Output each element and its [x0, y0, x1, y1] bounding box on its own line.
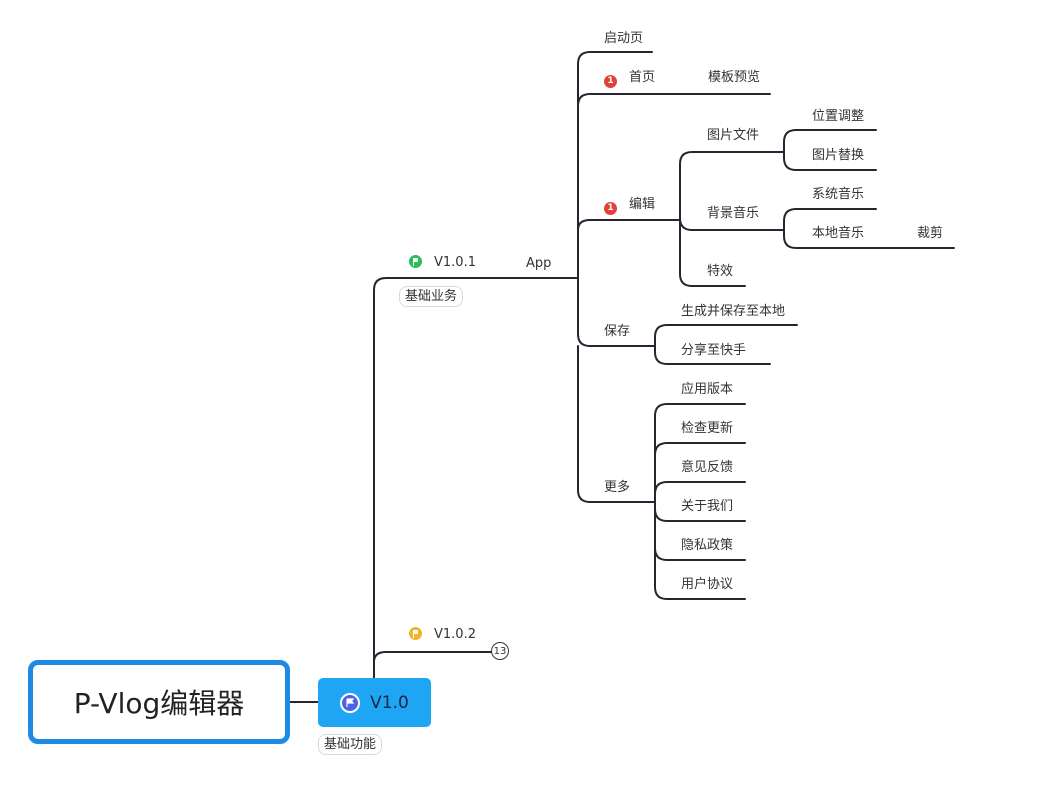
app-topic[interactable]: App — [526, 256, 552, 271]
collapsed-count-badge[interactable]: 13 — [491, 642, 509, 660]
privacy-policy-topic[interactable]: 隐私政策 — [681, 538, 734, 553]
bg-music-topic[interactable]: 背景音乐 — [707, 206, 760, 221]
image-file-topic[interactable]: 图片文件 — [707, 128, 760, 143]
flag-icon — [340, 692, 361, 713]
home-title: 首页 — [629, 70, 656, 85]
edit-topic[interactable]: 1 编辑 — [604, 197, 655, 215]
root-topic[interactable]: P-Vlog编辑器 — [28, 660, 290, 744]
branch-v1-0-2[interactable]: V1.0.2 — [409, 627, 476, 643]
save-local-topic[interactable]: 生成并保存至本地 — [681, 304, 786, 319]
user-agreement-topic[interactable]: 用户协议 — [681, 577, 734, 592]
effects-topic[interactable]: 特效 — [707, 264, 734, 279]
branch-v1-0-2-title: V1.0.2 — [434, 627, 476, 642]
share-kuaishou-topic[interactable]: 分享至快手 — [681, 343, 747, 358]
main-label: 基础功能 — [318, 734, 383, 755]
green-flag-icon — [409, 255, 422, 268]
feedback-topic[interactable]: 意见反馈 — [681, 460, 734, 475]
system-music-topic[interactable]: 系统音乐 — [812, 187, 865, 202]
about-us-topic[interactable]: 关于我们 — [681, 499, 734, 514]
position-adjust-topic[interactable]: 位置调整 — [812, 109, 865, 124]
crop-topic[interactable]: 裁剪 — [917, 226, 944, 241]
branch-v1-0-1-title: V1.0.1 — [434, 255, 476, 270]
main-title: V1.0 — [370, 692, 409, 713]
more-topic[interactable]: 更多 — [604, 480, 631, 495]
local-music-topic[interactable]: 本地音乐 — [812, 226, 865, 241]
branch-v1-0-1[interactable]: V1.0.1 — [409, 255, 476, 271]
startup-topic[interactable]: 启动页 — [604, 31, 644, 46]
image-replace-topic[interactable]: 图片替换 — [812, 148, 865, 163]
save-topic[interactable]: 保存 — [604, 324, 631, 339]
branch-v1-0-1-label: 基础业务 — [399, 286, 464, 307]
edit-title: 编辑 — [629, 197, 656, 212]
priority-1-icon: 1 — [604, 75, 617, 88]
app-version-topic[interactable]: 应用版本 — [681, 382, 734, 397]
check-update-topic[interactable]: 检查更新 — [681, 421, 734, 436]
template-preview-topic[interactable]: 模板预览 — [708, 70, 761, 85]
main-topic-v1-0[interactable]: V1.0 — [318, 678, 431, 727]
root-title: P-Vlog编辑器 — [73, 687, 245, 720]
home-topic[interactable]: 1 首页 — [604, 70, 655, 88]
priority-1-icon: 1 — [604, 202, 617, 215]
yellow-flag-icon — [409, 627, 422, 640]
